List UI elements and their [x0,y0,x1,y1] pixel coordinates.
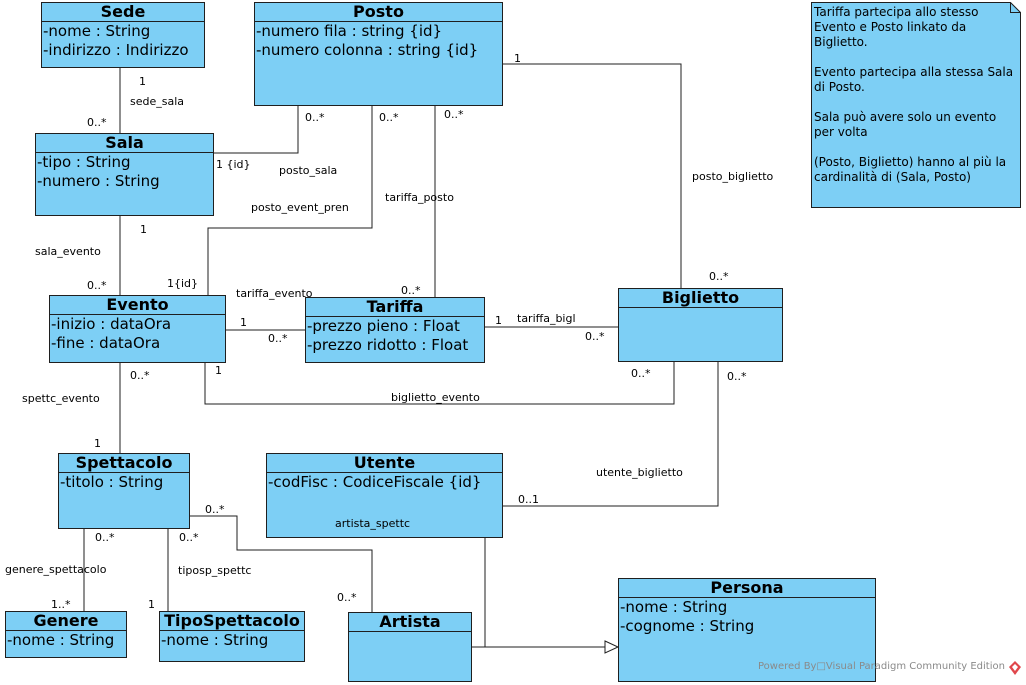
posto-event-pren-mult-evento: 1{id} [167,277,199,290]
class-tipospettacolo-attr: -nome : String [161,631,269,649]
posto-sala-name: posto_sala [279,164,338,177]
class-evento-attr: -fine : dataOra [51,334,161,352]
utente-biglietto-mult-utente: 0..1 [518,493,539,506]
class-biglietto-name: Biglietto [619,289,782,308]
class-tariffa-attr: -prezzo pieno : Float [307,317,460,335]
tiposp-spettc-mult-tipospettacolo: 1 [148,598,155,611]
class-persona-attr: -cognome : String [620,617,755,635]
class-tariffa-attr: -prezzo ridotto : Float [307,336,469,354]
class-artista[interactable]: Artista [348,612,472,682]
class-persona-name: Persona [619,579,875,598]
posto-event-pren-name: posto_event_pren [251,201,349,214]
class-persona-attr: -nome : String [620,598,728,616]
class-artista-name: Artista [349,613,471,632]
sede-sala-mult-sala: 0..* [87,116,107,129]
class-sala-attr: -numero : String [37,172,160,190]
class-sala-name: Sala [36,134,213,153]
class-sala-attr: -tipo : String [37,153,131,171]
artista-spettc-mult-spettacolo: 0..* [205,503,225,516]
line-spettacolo-artista [190,515,373,612]
class-utente-attr: -codFisc : CodiceFiscale {id} [268,473,482,491]
utente-biglietto-mult-biglietto: 0..* [727,370,747,383]
sede-sala-mult-sede: 1 [139,75,146,88]
tariffa-posto-mult-tariffa: 0..* [401,284,421,297]
class-spettacolo[interactable]: Spettacolo -titolo : String [58,453,190,529]
artista-spettc-name: artista_spettc [335,517,411,530]
posto-biglietto-mult-biglietto: 0..* [709,270,729,283]
genere-spettacolo-mult-spettacolo: 0..* [95,531,115,544]
spettc-evento-mult-spettacolo: 1 [94,437,101,450]
class-utente[interactable]: Utente -codFisc : CodiceFiscale {id} [266,453,503,538]
class-evento[interactable]: Evento -inizio : dataOra -fine : dataOra [49,295,226,363]
note-shape [811,2,1021,208]
sala-evento-mult-evento: 0..* [87,279,107,292]
tariffa-evento-name: tariffa_evento [236,287,313,300]
class-posto-name: Posto [255,3,502,22]
class-genere-attr: -nome : String [7,631,115,649]
class-genere-name: Genere [6,612,126,631]
line-utente-biglietto [503,362,719,507]
spettc-evento-name: spettc_evento [22,392,100,405]
posto-sala-mult-sala: 1 {id} [216,158,251,171]
class-persona[interactable]: Persona -nome : String -cognome : String [618,578,876,682]
generalization-arrowhead [604,640,620,654]
line-posto-biglietto [503,63,682,288]
genere-spettacolo-name: genere_spettacolo [5,563,107,576]
visual-paradigm-logo-icon [1009,661,1021,675]
class-evento-attr: -inizio : dataOra [51,315,172,333]
class-spettacolo-name: Spettacolo [59,454,189,473]
class-posto-attr: -numero colonna : string {id} [256,41,479,59]
tariffa-evento-mult-evento: 1 [240,316,247,329]
biglietto-evento-mult-evento: 1 [215,364,222,377]
tiposp-spettc-name: tiposp_spettc [178,564,252,577]
class-tipospettacolo[interactable]: TipoSpettacolo -nome : String [159,611,305,662]
note-text: Tariffa partecipa allo stesso Evento e P… [814,5,1014,184]
class-spettacolo-attr: -titolo : String [60,473,164,491]
powered-by-footer: Powered By□Visual Paradigm Community Edi… [758,661,1005,672]
tiposp-spettc-mult-spettacolo: 0..* [179,531,199,544]
line-posto-sala [214,106,299,154]
class-sala[interactable]: Sala -tipo : String -numero : String [35,133,214,216]
sala-evento-name: sala_evento [35,245,101,258]
class-sede-name: Sede [42,3,204,22]
class-evento-name: Evento [50,296,225,315]
posto-biglietto-name: posto_biglietto [692,170,774,183]
tariffa-evento-mult-tariffa: 0..* [268,332,288,345]
class-sede-attr: -nome : String [43,22,151,40]
line-evento-biglietto [204,362,675,405]
line-utente-persona [484,538,605,648]
tariffa-posto-mult-posto: 0..* [444,108,464,121]
spettc-evento-mult-evento: 0..* [130,369,150,382]
tariffa-bigl-name: tariffa_bigl [517,312,576,325]
class-posto[interactable]: Posto -numero fila : string {id} -numero… [254,2,503,106]
biglietto-evento-name: biglietto_evento [391,391,480,404]
class-sede-attr: -indirizzo : Indirizzo [43,41,189,59]
tariffa-bigl-mult-tariffa: 1 [495,314,502,327]
class-biglietto[interactable]: Biglietto [618,288,783,362]
posto-sala-mult-posto: 0..* [305,111,325,124]
constraint-note[interactable]: Tariffa partecipa allo stesso Evento e P… [811,2,1021,208]
genere-spettacolo-mult-genere: 1..* [51,598,71,611]
biglietto-evento-mult-biglietto: 0..* [631,367,651,380]
artista-spettc-mult-artista: 0..* [337,591,357,604]
class-posto-attr: -numero fila : string {id} [256,22,443,40]
class-utente-name: Utente [267,454,502,473]
tariffa-bigl-mult-biglietto: 0..* [585,330,605,343]
utente-biglietto-name: utente_biglietto [596,466,683,479]
sede-sala-name: sede_sala [130,95,185,108]
class-tariffa-name: Tariffa [306,298,484,317]
class-sede[interactable]: Sede -nome : String -indirizzo : Indiriz… [41,2,205,68]
sala-evento-mult-sala: 1 [140,223,147,236]
posto-biglietto-mult-posto: 1 [514,52,521,65]
line-posto-evento [207,106,373,295]
posto-event-pren-mult-posto: 0..* [379,111,399,124]
class-tariffa[interactable]: Tariffa -prezzo pieno : Float -prezzo ri… [305,297,485,363]
class-tipospettacolo-name: TipoSpettacolo [160,612,304,631]
class-genere[interactable]: Genere -nome : String [5,611,127,658]
tariffa-posto-name: tariffa_posto [385,191,454,204]
